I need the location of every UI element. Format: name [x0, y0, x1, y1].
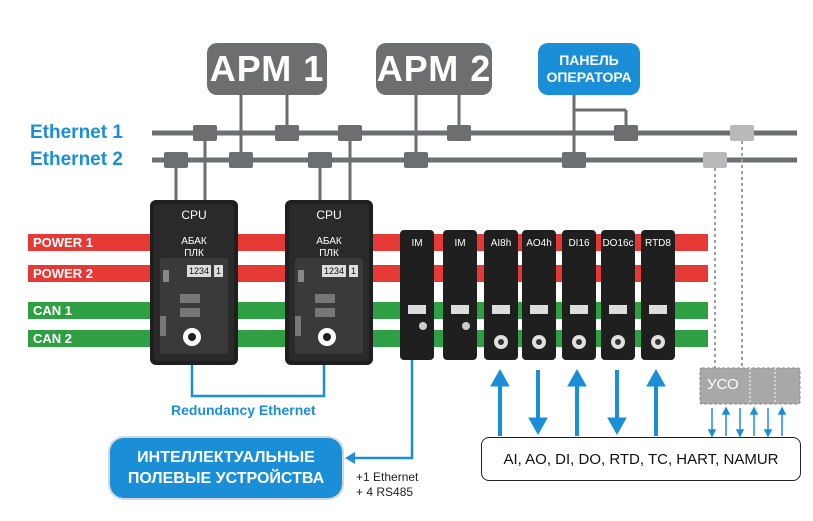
io-module-label-7: RTD8 [645, 238, 671, 249]
io-module-3 [484, 230, 518, 360]
io-module-4 [522, 230, 556, 360]
im-field-link [355, 360, 414, 460]
interfaces-line1: +1 Ethernet [356, 470, 419, 484]
io-module-2 [443, 230, 477, 360]
power1-label: POWER 1 [33, 235, 93, 250]
cpu2-display: 1234 [322, 265, 346, 277]
cpu2-brand1: АБАК [316, 236, 342, 247]
panel-label-line1: ПАНЕЛЬ [559, 52, 619, 68]
cpu1-display: 1234 [187, 265, 211, 277]
cpu2-title: CPU [316, 208, 342, 222]
cpu1-unit: 1 [214, 265, 223, 277]
interfaces-line2: + 4 RS485 [356, 485, 414, 499]
io-module-label-3: AI8h [490, 238, 512, 249]
cpu2-brand: АБАК ПЛК [285, 236, 373, 260]
panel-label-line2: ОПЕРАТОРА [546, 69, 632, 85]
io-module-label-5: DI16 [568, 238, 590, 249]
io-module-5 [562, 230, 596, 360]
io-module-label-6: DO16c [602, 238, 634, 249]
power2-label: POWER 2 [33, 266, 93, 281]
signals-box: AI, AO, DI, DO, RTD, TC, HART, NAMUR [481, 437, 801, 481]
io-module-6 [601, 230, 635, 360]
cpu1-title: CPU [181, 208, 207, 222]
cpu-module-1 [150, 200, 238, 365]
arm2-workstation: АРМ 2 [376, 43, 492, 95]
arm1-workstation: АРМ 1 [207, 43, 327, 95]
operator-panel: ПАНЕЛЬ ОПЕРАТОРА [538, 43, 640, 95]
arm2-label: АРМ 2 [376, 48, 492, 89]
io-module-label-1: IM [411, 238, 423, 249]
ethernet2-label: Ethernet 2 [30, 149, 123, 170]
arm1-label: АРМ 1 [209, 48, 325, 89]
io-module-7 [641, 230, 675, 360]
io-module-label-4: AO4h [526, 238, 552, 249]
field-devices-box: ИНТЕЛЛЕКТУАЛЬНЫЕ ПОЛЕВЫЕ УСТРОЙСТВА [110, 438, 342, 498]
cpu1-brand1: АБАК [181, 236, 207, 247]
interfaces-note: +1 Ethernet + 4 RS485 [356, 470, 418, 500]
can2-label: CAN 2 [33, 331, 73, 346]
cpu2-unit: 1 [349, 265, 358, 277]
cpu-module-2 [285, 200, 373, 365]
cpu1-brand: АБАК ПЛК [150, 236, 238, 260]
redundancy-link [190, 365, 326, 398]
field-devices-line1: ИНТЕЛЛЕКТУАЛЬНЫЕ [137, 449, 315, 466]
field-devices-line2: ПОЛЕВЫЕ УСТРОЙСТВА [127, 470, 325, 487]
cpu1-brand2: ПЛК [184, 248, 204, 259]
io-module-1 [400, 230, 434, 360]
cpu2-brand2: ПЛК [319, 248, 339, 259]
io-module-label-2: IM [454, 238, 466, 249]
ethernet1-label: Ethernet 1 [30, 122, 123, 143]
can1-label: CAN 1 [33, 303, 73, 318]
uso-label: УСО [707, 376, 739, 393]
redundancy-label: Redundancy Ethernet [171, 402, 316, 418]
